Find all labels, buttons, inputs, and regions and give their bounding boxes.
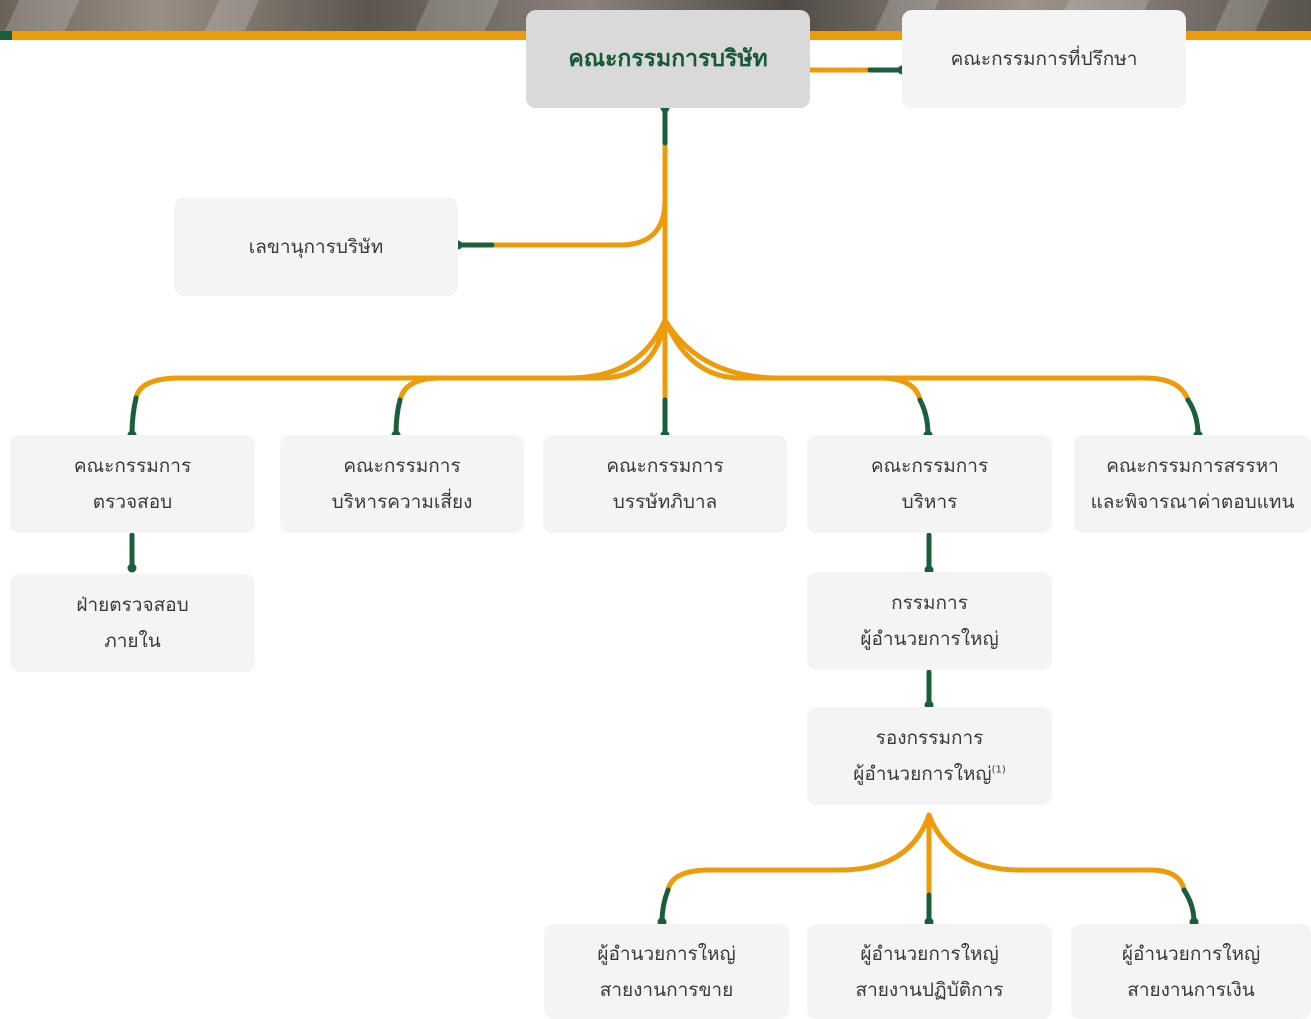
- operations-division-line1: ผู้อำนวยการใหญ่: [860, 942, 999, 965]
- senior-vp-box: รองกรรมการ ผู้อำนวยการใหญ่(1): [807, 707, 1052, 805]
- risk-committee-box: คณะกรรมการ บริหารความเสี่ยง: [280, 435, 524, 533]
- president-line2: ผู้อำนวยการใหญ่: [860, 628, 999, 650]
- operations-division-line2: สายงานปฏิบัติการ: [855, 978, 1004, 1001]
- nomination-committee-box: คณะกรรมการสรรหา และพิจารณาค่าตอบแทน: [1074, 435, 1311, 533]
- connector-risk-committee: [397, 317, 668, 403]
- connector-finance-division: [926, 812, 1187, 893]
- governance-committee-line2: บรรษัทภิบาล: [612, 491, 718, 513]
- finance-division-box: ผู้อำนวยการใหญ่ สายงานการเงิน: [1071, 924, 1311, 1019]
- connector-secretary: [489, 197, 668, 248]
- executive-committee-line1: คณะกรรมการ: [870, 455, 989, 477]
- nomination-committee-line1: คณะกรรมการสรรหา: [1106, 455, 1279, 477]
- operations-division-box: ผู้อำนวยการใหญ่ สายงานปฏิบัติการ: [807, 924, 1052, 1019]
- board-label: คณะกรรมการบริษัท: [568, 46, 768, 72]
- sales-division-box: ผู้อำนวยการใหญ่ สายงานการขาย: [544, 924, 789, 1019]
- risk-committee-line2: บริหารความเสี่ยง: [331, 491, 473, 513]
- footnote-marker: (1): [991, 764, 1006, 776]
- board-of-directors-box: คณะกรรมการบริษัท: [526, 10, 810, 108]
- secretary-label: เลขานุการบริษัท: [248, 236, 384, 258]
- finance-division-line2: สายงานการเงิน: [1127, 978, 1255, 1001]
- advisory-label: คณะกรรมการที่ปรึกษา: [950, 48, 1138, 70]
- banner-accent-tick: [0, 31, 12, 40]
- senior-vp-line2: ผู้อำนวยการใหญ่(1): [853, 763, 1006, 785]
- company-secretary-box: เลขานุการบริษัท: [174, 198, 458, 296]
- audit-committee-box: คณะกรรมการ ตรวจสอบ: [10, 435, 255, 533]
- internal-audit-box: ฝ่ายตรวจสอบ ภายใน: [10, 574, 255, 672]
- sales-division-line1: ผู้อำนวยการใหญ่: [597, 942, 736, 965]
- nomination-committee-line2: และพิจารณาค่าตอบแทน: [1090, 491, 1295, 513]
- finance-division-line1: ผู้อำนวยการใหญ่: [1121, 942, 1261, 965]
- connector-audit-committee: [133, 317, 668, 401]
- executive-committee-box: คณะกรรมการ บริหาร: [807, 435, 1052, 533]
- governance-committee-line1: คณะกรรมการ: [606, 455, 724, 477]
- president-line1: กรรมการ: [891, 592, 968, 614]
- advisory-board-box: คณะกรรมการที่ปรึกษา: [902, 10, 1186, 108]
- sales-division-line2: สายงานการขาย: [599, 978, 734, 1001]
- president-box: กรรมการ ผู้อำนวยการใหญ่: [807, 572, 1052, 670]
- internal-audit-line2: ภายใน: [104, 630, 161, 652]
- audit-committee-line1: คณะกรรมการ: [73, 455, 192, 477]
- governance-committee-box: คณะกรรมการ บรรษัทภิบาล: [543, 435, 787, 533]
- senior-vp-line1: รองกรรมการ: [875, 727, 984, 749]
- audit-committee-line2: ตรวจสอบ: [92, 491, 173, 513]
- internal-audit-line1: ฝ่ายตรวจสอบ: [76, 594, 189, 616]
- connector-executive-committee: [662, 317, 923, 403]
- executive-committee-line2: บริหาร: [901, 491, 958, 513]
- risk-committee-line1: คณะกรรมการ: [343, 455, 461, 477]
- connector-nomination-committee: [662, 317, 1191, 403]
- connector-sales-division: [665, 812, 932, 893]
